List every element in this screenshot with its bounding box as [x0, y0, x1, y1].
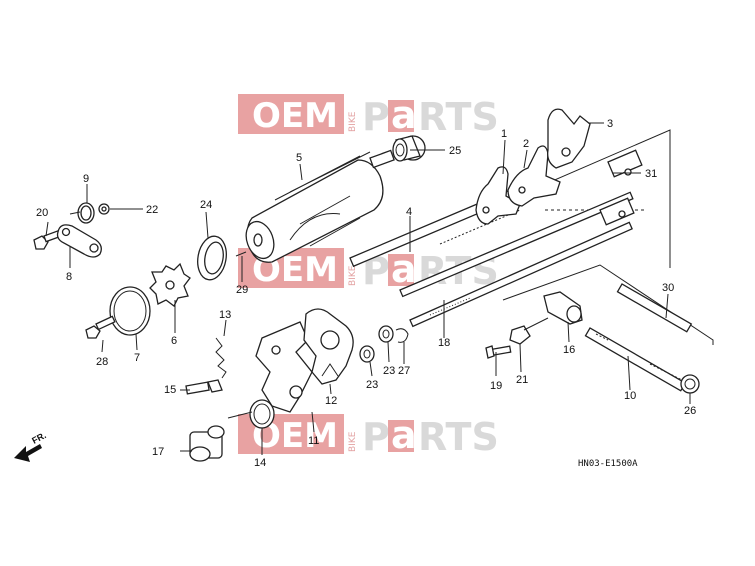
part-25-bearing	[392, 135, 426, 162]
bracket-lower	[502, 264, 714, 345]
front-direction-label: FR.	[30, 430, 47, 446]
callout-3: 3	[607, 118, 613, 130]
callout-23-b: 23	[383, 365, 395, 377]
callout-29: 29	[236, 284, 248, 296]
watermark-a-text: a	[391, 247, 417, 291]
watermark-oem-box	[238, 94, 344, 134]
callout-9: 9	[83, 173, 89, 185]
part-11-drum-plate	[255, 321, 313, 413]
watermark-bike-text: BIKE	[348, 265, 358, 286]
part-1-shift-fork	[475, 166, 521, 225]
callout-21: 21	[516, 374, 528, 386]
callout-17: 17	[152, 446, 164, 458]
callout-2: 2	[523, 138, 529, 150]
callout-23-a: 23	[366, 379, 378, 391]
part-5-shift-drum	[245, 149, 395, 263]
callout-22: 22	[146, 204, 158, 216]
callout-24: 24	[200, 199, 212, 211]
callout-25: 25	[449, 145, 461, 157]
watermark-p-text: P	[362, 415, 390, 459]
callout-16: 16	[563, 344, 575, 356]
watermark-bike-text: BIKE	[348, 111, 358, 132]
part-16-shift-arm	[543, 291, 583, 325]
callout-19: 19	[490, 380, 502, 392]
part-2-shift-fork	[507, 145, 561, 207]
leader-lines	[45, 122, 691, 455]
callout-11: 11	[308, 435, 319, 447]
callout-15: 15	[164, 384, 176, 396]
front-arrow-icon	[14, 444, 42, 462]
part-23-washer-b	[378, 325, 394, 343]
part-15-bolt	[185, 379, 223, 395]
part-9-spring	[69, 202, 95, 224]
part-3-shift-fork	[547, 108, 591, 169]
part-29-pin	[235, 251, 247, 257]
callout-labels: 1 2 3 4 5 6 7 8 9 10 11 12 13 14 15 16 1…	[36, 118, 696, 469]
drawing-code: HN03-E1500A	[578, 459, 638, 469]
callout-20: 20	[36, 207, 48, 219]
watermark-top: OEM BIKE P a RTS	[238, 93, 499, 139]
callout-12: 12	[325, 395, 337, 407]
part-18-gearshift-spindle	[409, 221, 633, 328]
callout-26: 26	[684, 405, 696, 417]
callout-31: 31	[645, 168, 657, 180]
part-24-oil-seal	[197, 235, 227, 281]
part-26-oil-seal	[680, 374, 700, 394]
watermark-bottom: OEM BIKE P a RTS	[238, 413, 499, 459]
part-30-shaft	[616, 283, 693, 333]
part-28-bolt	[85, 315, 116, 339]
callout-13: 13	[219, 309, 231, 321]
callout-14: 14	[254, 457, 266, 469]
callout-28: 28	[96, 356, 108, 368]
watermark-a-text: a	[391, 93, 417, 137]
part-22-washer	[98, 203, 110, 215]
watermark-p-text: P	[362, 95, 390, 139]
part-6-star-cam	[149, 262, 191, 307]
callout-4: 4	[406, 206, 412, 218]
watermark-a-box	[388, 100, 414, 132]
watermark-a-box	[388, 420, 414, 452]
callout-6: 6	[171, 335, 177, 347]
part-13-return-spring	[215, 337, 227, 379]
part-21-pawl	[509, 317, 549, 345]
watermark-a-box	[388, 254, 414, 286]
part-12-stopper-plate	[303, 308, 354, 385]
part-7-plate	[109, 286, 151, 336]
watermark-oem-text: OEM	[252, 96, 338, 136]
callout-30: 30	[662, 282, 674, 294]
front-direction-indicator: FR.	[14, 430, 48, 462]
watermark-a-text: a	[391, 413, 417, 457]
callout-10: 10	[624, 390, 636, 402]
callout-27: 27	[398, 365, 410, 377]
watermark-rts-text: RTS	[418, 415, 499, 459]
callout-7: 7	[134, 352, 140, 364]
part-23-washer-a	[359, 345, 375, 363]
part-17-collar	[189, 425, 225, 462]
watermark-rts-text: RTS	[418, 95, 499, 139]
part-27-circlip	[395, 328, 409, 343]
part-19-bolt	[485, 345, 512, 359]
part-8-stopper-arm	[56, 224, 102, 258]
callout-8: 8	[66, 271, 72, 283]
callout-1: 1	[501, 128, 507, 140]
watermark-bike-text: BIKE	[348, 431, 358, 452]
callout-18: 18	[438, 337, 450, 349]
part-10-gearshift-spindle	[584, 327, 691, 392]
part-31-fork-shaft-long	[399, 149, 643, 298]
callout-5: 5	[296, 152, 302, 164]
